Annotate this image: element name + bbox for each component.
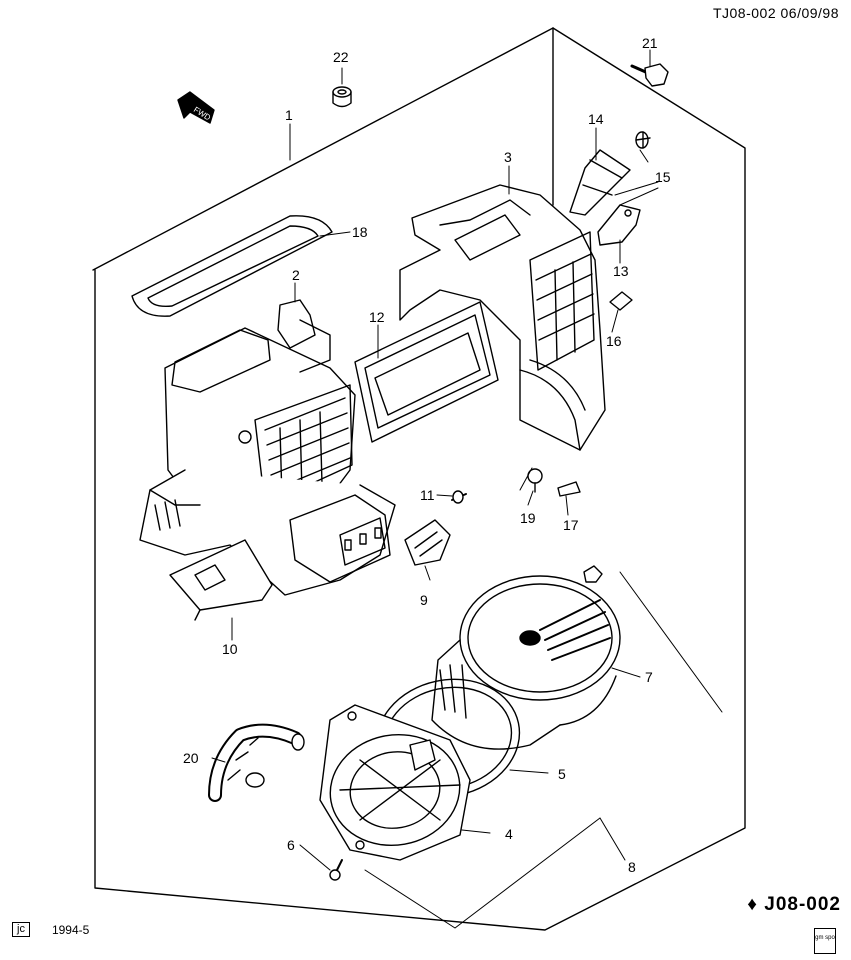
callout-6: 6 [287, 837, 295, 853]
nut-part-22 [332, 86, 352, 108]
clip-part-16 [609, 291, 633, 311]
blower-wheel-part-7 [431, 565, 621, 750]
callout-18: 18 [352, 224, 368, 240]
lower-panel-part-10 [169, 539, 273, 621]
upper-case-part-3 [399, 184, 606, 451]
screw-part-11 [451, 490, 467, 504]
callout-17: 17 [563, 517, 579, 533]
callout-22: 22 [333, 49, 349, 65]
callout-16: 16 [606, 333, 622, 349]
callout-2: 2 [292, 267, 300, 283]
callout-12: 12 [369, 309, 385, 325]
callout-14: 14 [588, 111, 604, 127]
filter-frame-part-18 [131, 215, 333, 317]
callout-1: 1 [285, 107, 293, 123]
hose-part-20 [208, 723, 305, 802]
callout-8: 8 [628, 859, 636, 875]
link-part-13 [597, 204, 641, 246]
callout-10: 10 [222, 641, 238, 657]
callout-13: 13 [613, 263, 629, 279]
assembly-outline [92, 27, 746, 931]
callout-7: 7 [645, 669, 653, 685]
blower-motor-part-4 [319, 704, 471, 861]
footer-info: jc 1994-5 [12, 922, 89, 937]
callout-11: 11 [420, 487, 435, 503]
diagram-code-footer: ♦ J08-002 [747, 895, 841, 914]
heater-case-part-2 [139, 299, 396, 596]
callout-9: 9 [420, 592, 428, 608]
clip-part-17 [557, 481, 581, 497]
screw-part-6 [329, 859, 343, 881]
callout-labels: 22 21 1 14 3 15 18 13 2 12 16 11 19 17 9… [183, 35, 671, 875]
resistor-part-9 [404, 519, 451, 566]
lever-part-14 [569, 149, 631, 216]
screw-part-21 [630, 63, 669, 87]
callout-19: 19 [520, 510, 536, 526]
callout-21: 21 [642, 35, 658, 51]
callout-20: 20 [183, 750, 199, 766]
diamond-icon: ♦ [747, 894, 758, 915]
fwd-arrow-icon: FWD [177, 91, 215, 124]
evaporator-core-part-12 [354, 301, 499, 443]
year-label: 1994-5 [51, 922, 90, 937]
clip-part-15 [635, 131, 651, 149]
diagram-code-header: TJ08-002 06/09/98 [712, 5, 839, 21]
jc-label: jc [12, 922, 30, 937]
callout-15: 15 [655, 169, 671, 185]
gm-spo-logo: gm spo [814, 928, 836, 954]
callout-4: 4 [505, 826, 513, 842]
gm-spo-logo-text: gm spo [815, 935, 835, 941]
callout-3: 3 [504, 149, 512, 165]
callout-5: 5 [558, 766, 566, 782]
leader-lines [211, 49, 723, 929]
diagram-code-label: J08-002 [764, 894, 841, 915]
